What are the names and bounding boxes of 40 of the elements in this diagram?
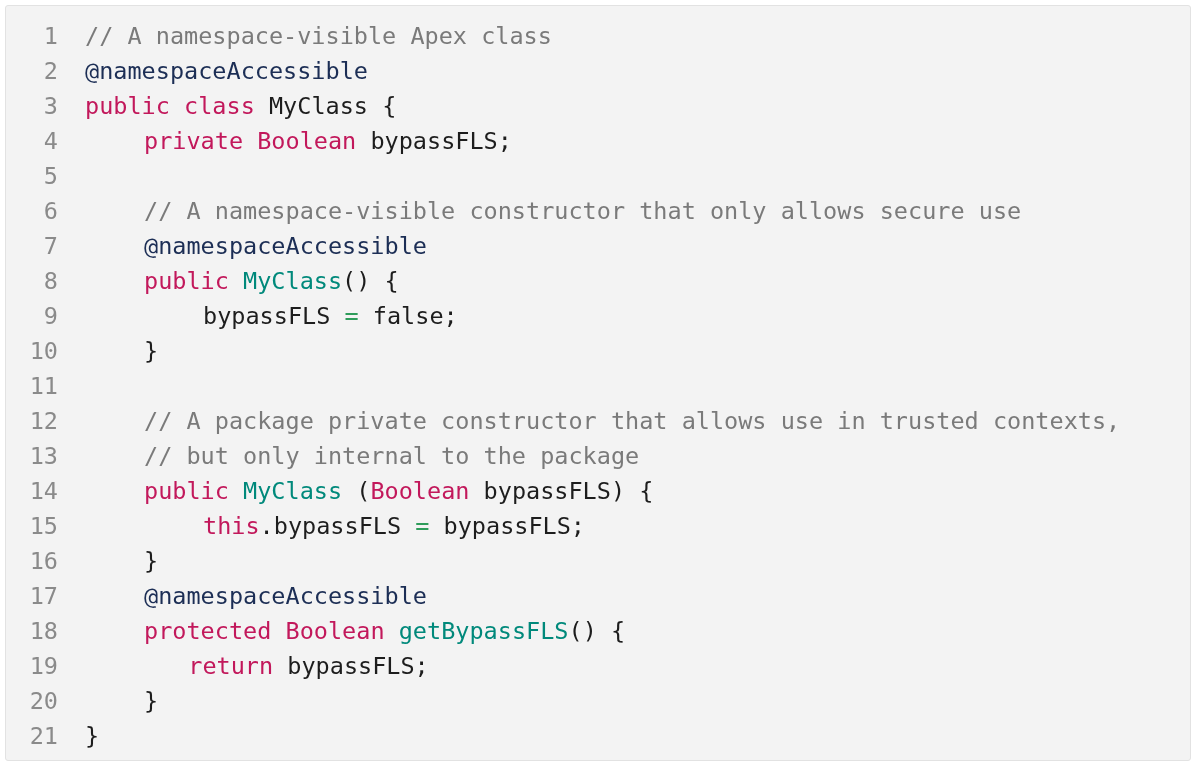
line-number: 10 (28, 337, 58, 365)
code-line: bypassFLS = false; (203, 302, 458, 330)
line-number: 19 (28, 652, 58, 680)
code-line: public MyClass() { (144, 267, 399, 295)
line-number: 20 (28, 687, 58, 715)
code-line: public MyClass (Boolean bypassFLS) { (144, 477, 654, 505)
line-number: 21 (28, 722, 58, 750)
code-comment: // but only internal to the package (144, 442, 640, 470)
code-line: } (85, 722, 100, 750)
code-line: return bypassFLS; (188, 652, 429, 680)
line-number: 13 (28, 442, 58, 470)
code-line: public class MyClass { (85, 92, 397, 120)
line-number: 1 (42, 22, 58, 50)
code-line: private Boolean bypassFLS; (144, 127, 512, 155)
code-comment: // A package private constructor that allows use in trusted contexts, (144, 407, 1121, 435)
line-number: 2 (42, 57, 58, 85)
code-comment: // A namespace-visible constructor that only allows secure use (144, 197, 1022, 225)
line-number: 4 (42, 127, 58, 155)
line-number: 15 (28, 512, 58, 540)
line-number: 16 (28, 547, 58, 575)
code-annotation: @namespaceAccessible (85, 57, 368, 85)
line-number: 5 (42, 162, 58, 190)
line-number: 3 (42, 92, 58, 120)
code-annotation: @namespaceAccessible (144, 232, 427, 260)
line-number: 18 (28, 617, 58, 645)
code-comment: // A namespace-visible Apex class (85, 22, 552, 50)
code-annotation: @namespaceAccessible (144, 582, 427, 610)
line-number: 12 (28, 407, 58, 435)
line-number: 7 (42, 232, 58, 260)
line-number: 11 (28, 372, 58, 400)
line-number: 6 (42, 197, 58, 225)
code-line: protected Boolean getBypassFLS() { (144, 617, 626, 645)
line-number: 17 (28, 582, 58, 610)
line-number: 14 (28, 477, 58, 505)
code-line: } (144, 687, 159, 715)
code-line: } (144, 337, 159, 365)
line-number: 8 (42, 267, 58, 295)
code-line: } (144, 547, 159, 575)
line-number: 9 (42, 302, 58, 330)
code-line: this.bypassFLS = bypassFLS; (203, 512, 586, 540)
